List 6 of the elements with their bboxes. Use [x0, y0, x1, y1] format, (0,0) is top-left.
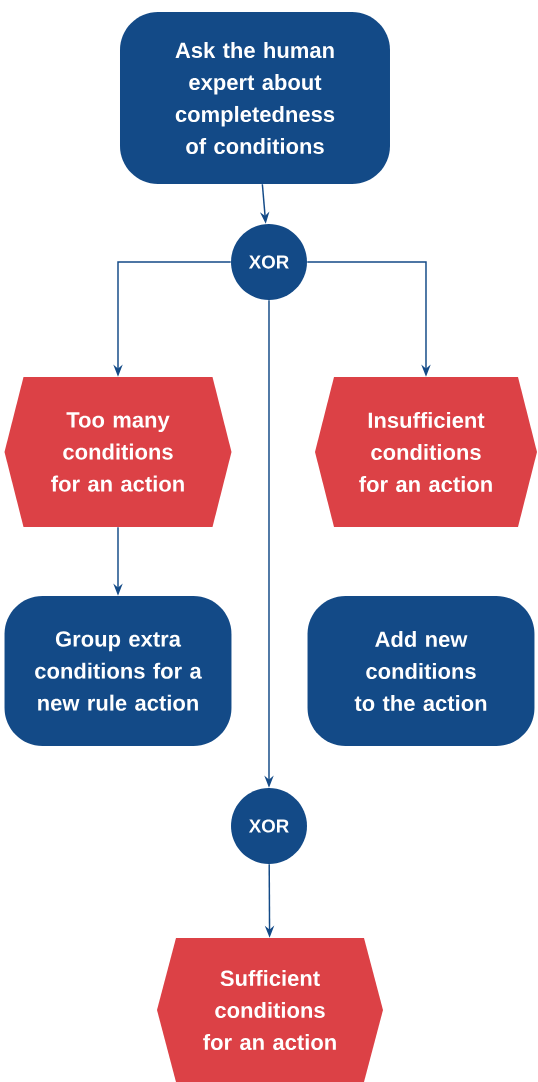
event-hexagon: Too many conditions for an action [4, 377, 232, 527]
event-hexagon: Insufficient conditions for an action [315, 377, 537, 527]
process-box: Ask the human expert about completedness of conditions [120, 12, 390, 184]
event-hexagon: Sufficient conditions for an action [157, 938, 383, 1082]
process-box: Group extra conditions for a new rule action [4, 596, 232, 746]
process-box: Add new conditions to the action [307, 596, 535, 746]
